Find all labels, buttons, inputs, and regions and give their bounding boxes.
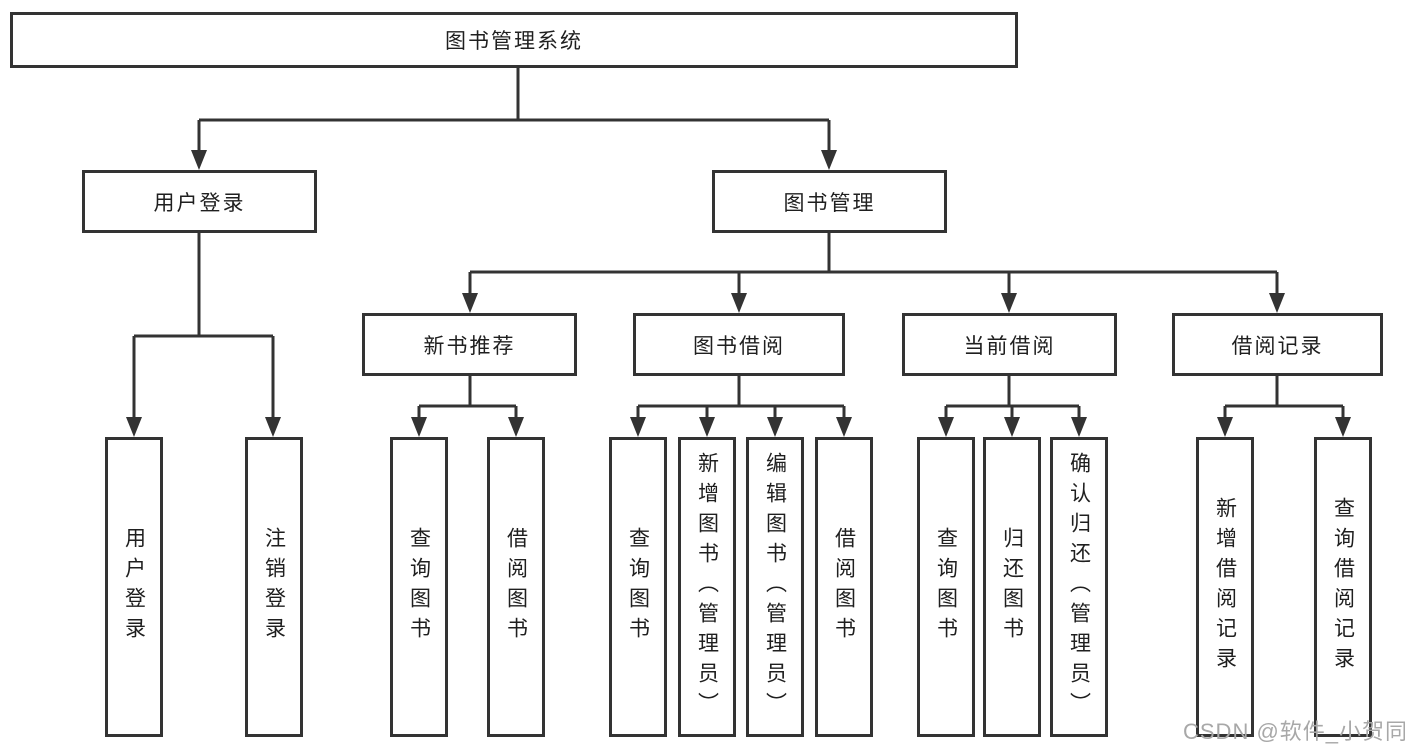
leaf-query-borrow-record: 查询借阅记录 (1314, 437, 1372, 737)
leaf-label: 新增借阅记录 (1213, 497, 1237, 677)
node-current-borrow: 当前借阅 (902, 313, 1117, 376)
node-borrow-records: 借阅记录 (1172, 313, 1383, 376)
node-label: 当前借阅 (963, 334, 1056, 358)
leaf-query-books-recommend: 查询图书 (390, 437, 448, 737)
node-book-management: 图书管理 (712, 170, 947, 233)
leaf-label: 编辑图书（管理员） (763, 452, 787, 722)
csdn-watermark: CSDN @软件_小贺同学 (1183, 719, 1405, 744)
leaf-query-books-borrow: 查询图书 (609, 437, 667, 737)
leaf-label: 借阅图书 (504, 527, 528, 647)
leaf-label: 查询图书 (934, 527, 958, 647)
leaf-label: 借阅图书 (832, 527, 856, 647)
leaf-label: 新增图书（管理员） (695, 452, 719, 722)
leaf-label: 确认归还（管理员） (1067, 452, 1091, 722)
leaf-label: 用户登录 (122, 527, 146, 647)
leaf-label: 查询借阅记录 (1331, 497, 1355, 677)
node-label: 图书管理 (783, 191, 876, 215)
node-label: 图书借阅 (693, 334, 785, 358)
leaf-confirm-return-admin: 确认归还（管理员） (1050, 437, 1108, 737)
leaf-edit-book-admin: 编辑图书（管理员） (746, 437, 804, 737)
node-label: 借阅记录 (1231, 334, 1324, 358)
leaf-add-book-admin: 新增图书（管理员） (678, 437, 736, 737)
node-label: 新书推荐 (423, 334, 516, 358)
leaf-label: 归还图书 (1000, 527, 1024, 647)
leaf-return-book: 归还图书 (983, 437, 1041, 737)
leaf-borrow-books-recommend: 借阅图书 (487, 437, 545, 737)
node-label: 用户登录 (153, 191, 246, 215)
leaf-user-login: 用户登录 (105, 437, 163, 737)
node-library-system: 图书管理系统 (10, 12, 1018, 68)
node-new-book-recommend: 新书推荐 (362, 313, 577, 376)
leaf-borrow-books-borrow: 借阅图书 (815, 437, 873, 737)
leaf-label: 查询图书 (407, 527, 431, 647)
node-label: 图书管理系统 (445, 30, 583, 53)
node-user-login: 用户登录 (82, 170, 317, 233)
leaf-query-books-current: 查询图书 (917, 437, 975, 737)
leaf-label: 注销登录 (262, 527, 286, 647)
leaf-label: 查询图书 (626, 527, 650, 647)
leaf-add-borrow-record: 新增借阅记录 (1196, 437, 1254, 737)
node-book-borrow: 图书借阅 (633, 313, 845, 376)
leaf-logout: 注销登录 (245, 437, 303, 737)
